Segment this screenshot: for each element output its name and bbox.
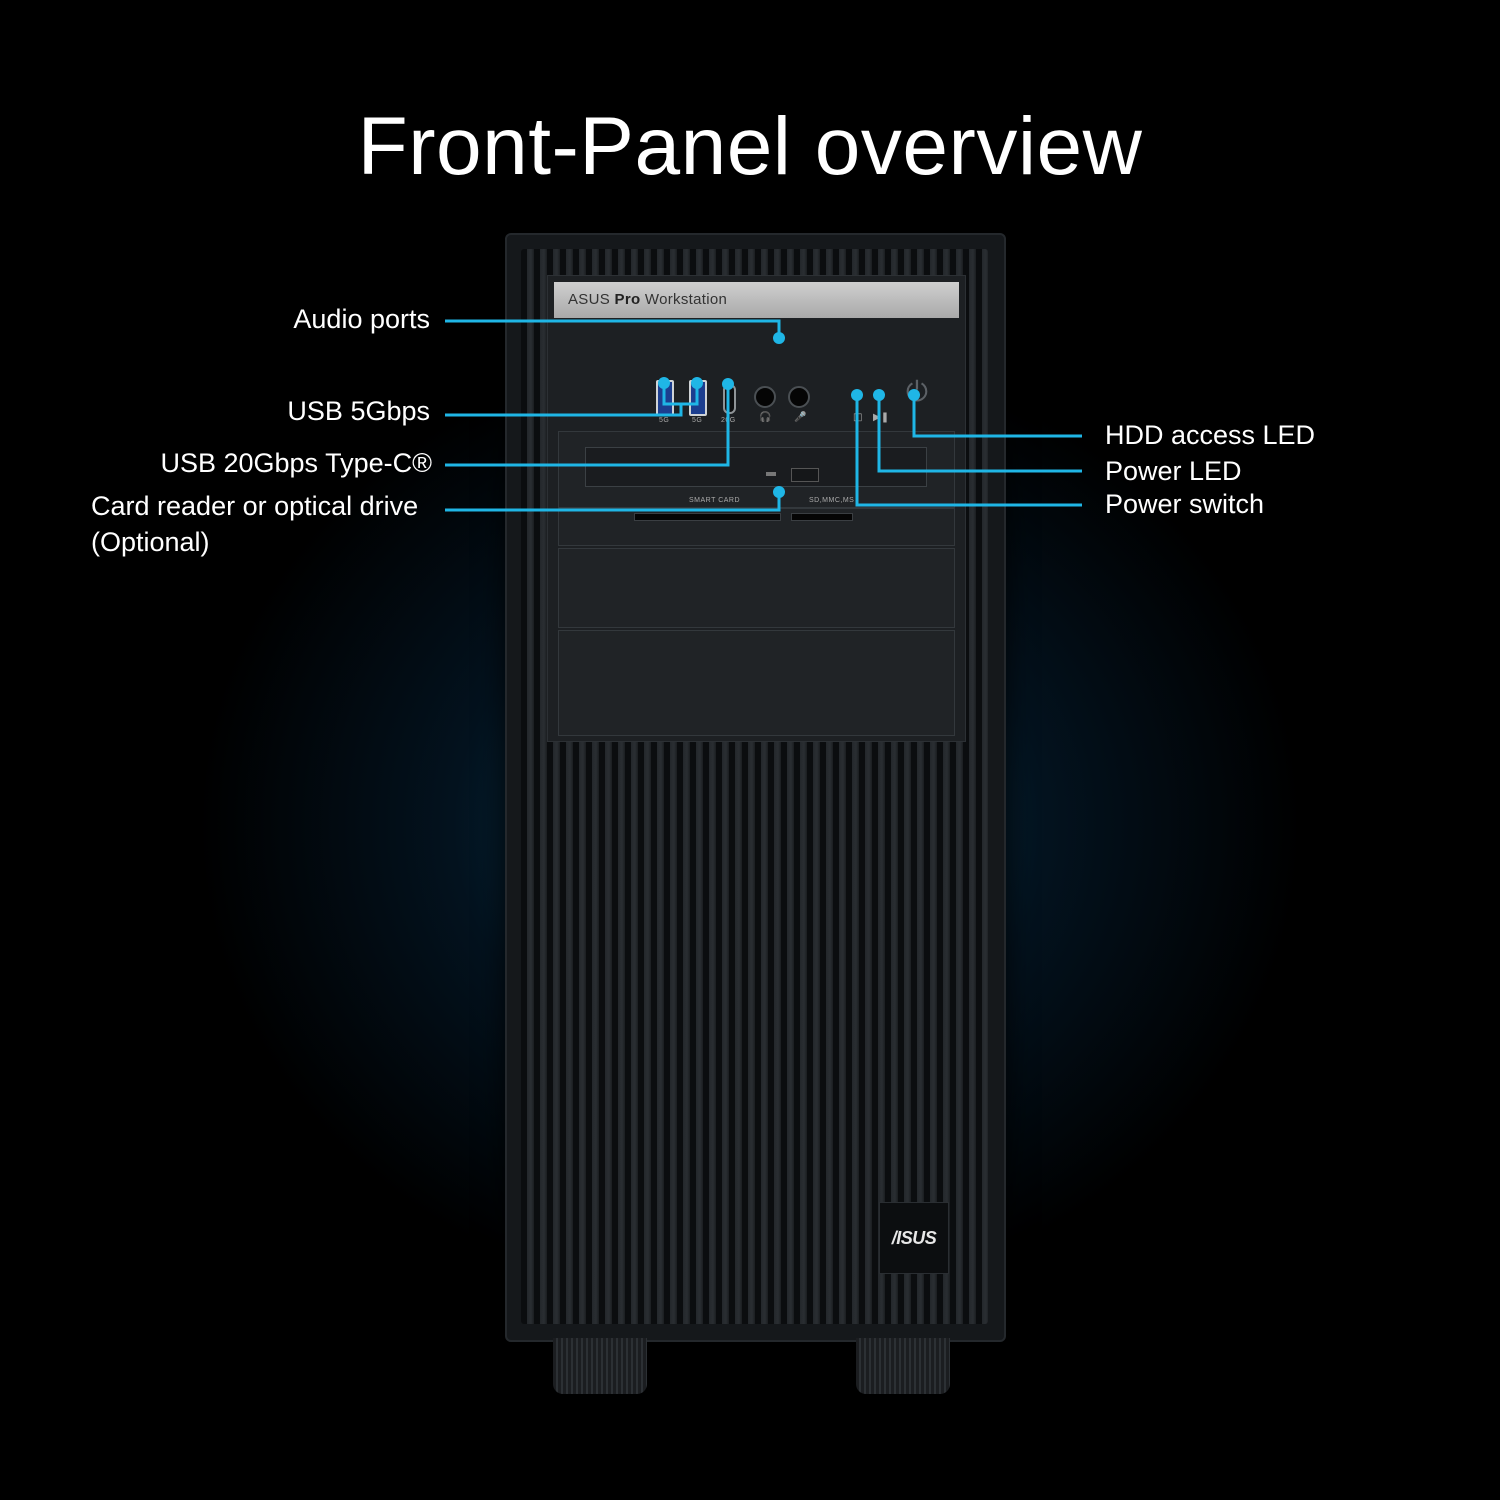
smart-card-slot[interactable] — [634, 513, 781, 521]
callout-dots — [658, 332, 920, 498]
audio-ports-label: Audio ports — [293, 304, 430, 334]
hdd-led-label: HDD access LED — [1105, 420, 1316, 450]
microphone-jack[interactable] — [788, 386, 810, 408]
card-reader-label: Card reader or optical drive — [91, 491, 419, 521]
eject-button[interactable] — [791, 468, 819, 482]
usb-20gbps-dot — [722, 378, 734, 390]
usb-20gbps-line — [445, 385, 730, 467]
usb-5gbps-line-1 — [445, 384, 683, 417]
usb-5gbps-label: USB 5Gbps — [287, 396, 430, 426]
brand-strip: ASUS Pro Workstation — [554, 282, 959, 318]
usb-5gbps-dot-1 — [658, 377, 670, 389]
usb-a-2-mark: 5G — [692, 417, 703, 424]
power-led-label: Power LED — [1105, 456, 1242, 486]
microphone-icon: 🎤 — [794, 412, 807, 423]
card-reader-line — [445, 493, 781, 512]
power-switch-line — [855, 396, 1082, 507]
left-foot — [553, 1338, 647, 1394]
power-switch-dot — [851, 389, 863, 401]
power-led-line — [877, 396, 1082, 473]
product-bold: Pro — [614, 291, 641, 308]
audio-ports-line — [445, 319, 781, 337]
sd-card-slot[interactable] — [791, 513, 853, 521]
card-reader-optional-label: (Optional) — [91, 527, 210, 557]
smart-card-mark: SMART CARD — [689, 497, 741, 504]
blank-bay-1 — [558, 548, 955, 628]
brand-name: ASUS — [568, 291, 611, 308]
page-title: Front-Panel overview — [357, 101, 1143, 192]
asus-logo: /ISUS — [879, 1202, 949, 1274]
callout-line-group — [445, 319, 1082, 512]
blank-bay-2 — [558, 630, 955, 736]
product-name: Workstation — [644, 291, 728, 308]
hdd-led-dot — [908, 389, 920, 401]
usb-5gbps-dot-2 — [691, 377, 703, 389]
play-pause-icon: ▶❚ — [873, 412, 890, 423]
sd-slot-mark: SD,MMC,MS — [809, 497, 855, 504]
usb-20gbps-label: USB 20Gbps Type-C® — [160, 448, 432, 478]
usb-a-1-mark: 5G — [659, 417, 670, 424]
headphone-icon: 🎧 — [759, 412, 772, 423]
optical-drive-tray — [585, 447, 927, 487]
usb-5gbps-line-2 — [681, 384, 699, 406]
drive-led — [766, 472, 776, 476]
headphone-jack[interactable] — [754, 386, 776, 408]
card-reader-dot — [773, 486, 785, 498]
power-led-dot — [873, 389, 885, 401]
audio-ports-dot — [773, 332, 785, 344]
power-switch-label: Power switch — [1105, 489, 1265, 519]
hdd-led-line — [912, 396, 1082, 438]
right-foot — [856, 1338, 950, 1394]
